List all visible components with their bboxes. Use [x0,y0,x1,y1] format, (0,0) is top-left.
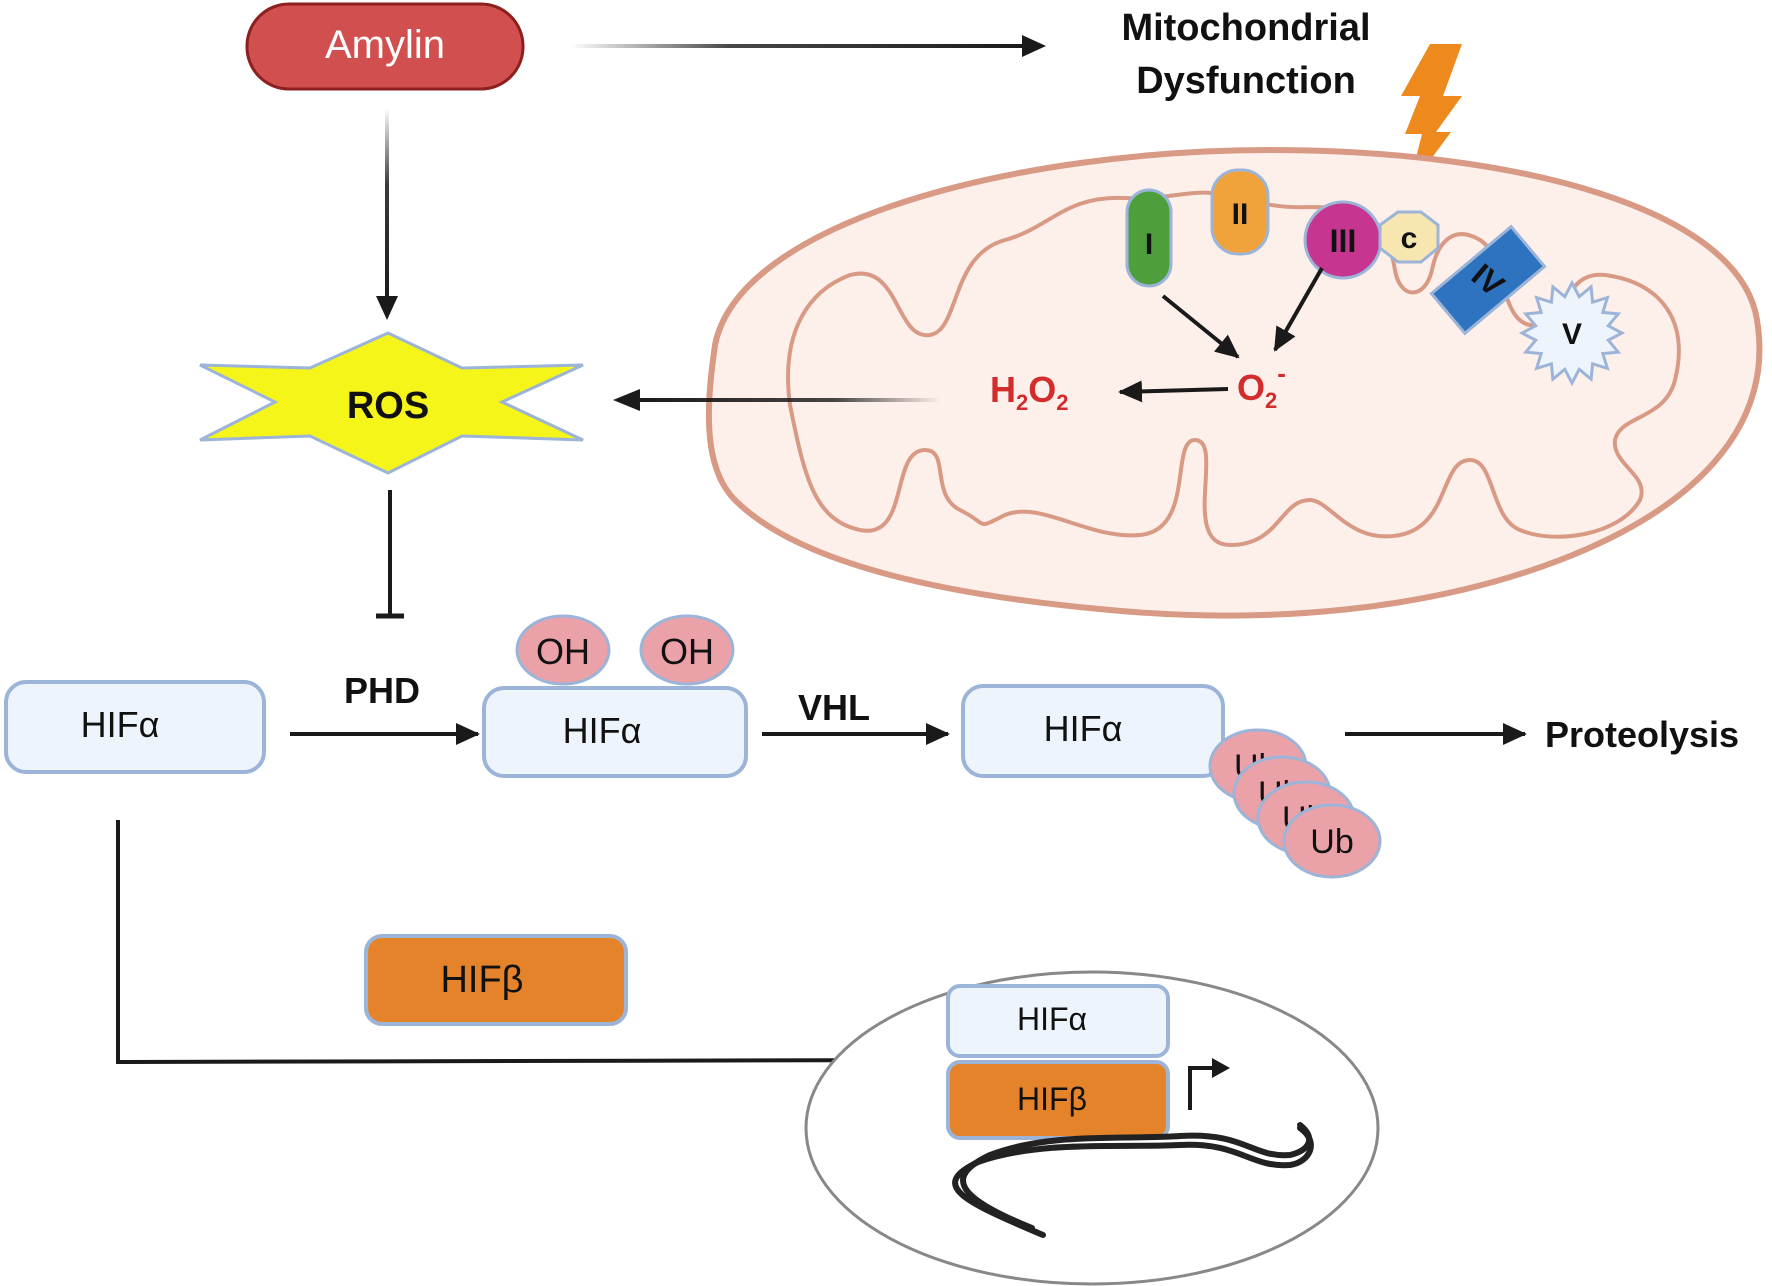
arrow-amylin-to-ros [376,108,398,320]
superoxide-sup: - [1277,358,1286,388]
superoxide-sub: 2 [1265,388,1277,413]
complex-V-label: V [1562,318,1582,351]
ubiquitin-4 [1282,803,1382,879]
oh-label-2: OH [660,631,714,672]
hif-alpha-label-1: HIFα [81,704,160,745]
hif-beta-label-nucleus: HIFβ [1017,1081,1087,1117]
hif-alpha-box-nucleus [946,984,1170,1058]
hif-alpha-label-3: HIFα [1044,708,1123,749]
hif-alpha-node-3: HIFα Ul Ul Ul Ub [961,684,1382,879]
amylin-label: Amylin [325,23,445,67]
ros-label: ROS [347,385,429,427]
superoxide-label: O2- [1237,358,1286,413]
ubiquitin-chain: Ul Ul Ul Ub [1208,728,1382,879]
peroxide-part2: O [1028,369,1056,410]
dna-strand-icon [952,1122,1314,1238]
hif-beta-label-cytoplasm: HIFβ [440,959,523,1001]
oh-label-1: OH [536,631,590,672]
hif-alpha-node-2: OH OH HIFα [482,614,748,778]
hif-alpha-node-1: HIFα [4,680,266,774]
peroxide-part1: H [990,369,1016,410]
arrow-superoxide-to-peroxide [1118,380,1229,403]
mito-title-line1: Mitochondrial [1121,7,1370,49]
complex-V: V [1518,279,1626,387]
cytochrome-c: c [1378,210,1440,264]
ubiquitin-label-4: Ub [1310,823,1353,861]
complex-III-label: III [1330,223,1357,259]
complex-I: I [1125,188,1173,288]
arrow-peroxide-to-ros [613,389,940,411]
ros-node: ROS [199,331,584,475]
mito-title-line2: Dysfunction [1136,60,1356,102]
peroxide-label: H2O2 [990,369,1069,415]
hif-alpha-label-nucleus: HIFα [1017,1001,1087,1037]
complex-IV: IV [1429,224,1547,336]
lightning-bolt-icon [1401,44,1462,190]
phd-label: PHD [344,670,420,711]
superoxide-base: O [1237,367,1265,408]
proteolysis-label: Proteolysis [1545,714,1739,755]
peroxide-sub1: 2 [1016,390,1028,415]
peroxide-sub2: 2 [1056,390,1068,415]
vhl-label: VHL [798,687,870,728]
complex-II: II [1210,168,1270,256]
oh-group-1 [515,614,611,686]
nucleus: HIFα HIFβ [804,970,1380,1286]
arrow-complexIII-to-superoxide [1273,267,1324,352]
amylin-node: Amylin [245,2,525,91]
transcription-start-icon [1188,1058,1230,1110]
cytochrome-c-label: c [1401,222,1418,255]
ros-inhibits-phd [376,490,404,619]
complex-I-label: I [1145,228,1153,261]
hif-alpha-label-2: HIFα [563,710,642,751]
hif-beta-node-cytoplasm: HIFβ [364,934,628,1026]
arrow-amylin-to-mito [570,35,1046,57]
arrow-complexI-to-superoxide [1161,294,1240,359]
complex-II-label: II [1232,198,1249,231]
complex-III: III [1303,200,1383,280]
oh-group-2 [639,614,735,686]
